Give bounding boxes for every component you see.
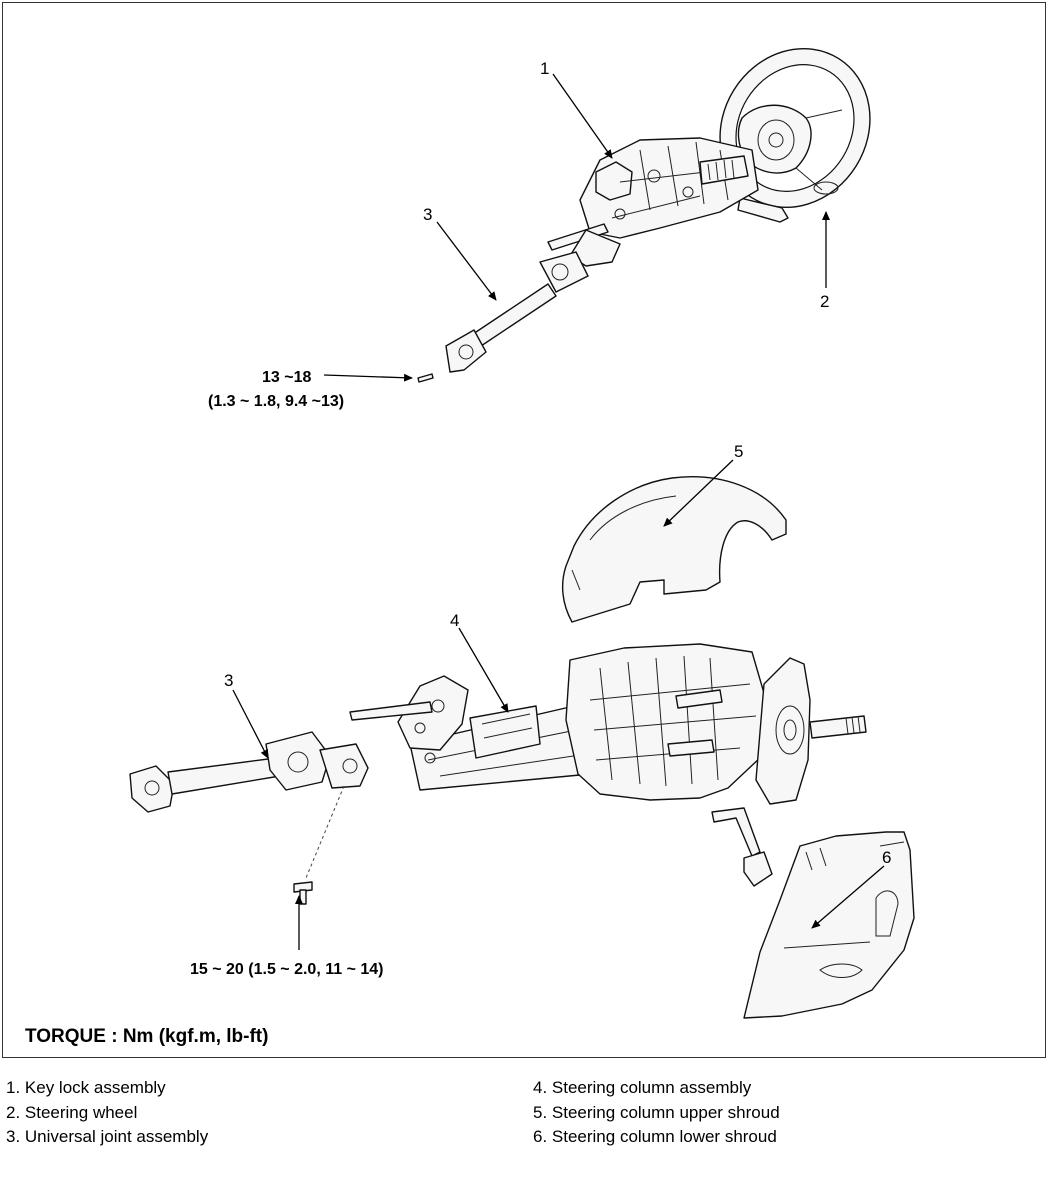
legend-item-upper-shroud: 5. Steering column upper shroud: [533, 1102, 780, 1122]
parts-legend: 1. Key lock assembly 2. Steering wheel 3…: [0, 1076, 1050, 1156]
lower-shroud-illustration: [743, 831, 915, 1019]
callout-3-upper: 3: [423, 205, 432, 224]
leader-lines: [232, 73, 885, 950]
torque-unit-note: TORQUE : Nm (kgf.m, lb-ft): [25, 1026, 269, 1047]
legend-column-right: 4. Steering column assembly 5. Steering …: [533, 1076, 780, 1150]
legend-item-universal-joint: 3. Universal joint assembly: [6, 1127, 209, 1146]
lower-universal-joint-illustration: [129, 731, 369, 905]
torque-spec-upper-nm: 13 ~18: [262, 369, 311, 386]
steering-column-exploded-diagram: 1 2 3 5 4 3 6 13 ~18 (1.3 ~ 1.8, 9.4 ~13…: [129, 47, 915, 1019]
torque-spec-lower: 15 ~ 20 (1.5 ~ 2.0, 11 ~ 14): [190, 961, 383, 978]
key-lock-column-illustration: [547, 137, 759, 267]
upper-shroud-illustration: [561, 476, 787, 623]
legend-item-steering-wheel: 2. Steering wheel: [6, 1102, 138, 1122]
legend-column-left: 1. Key lock assembly 2. Steering wheel 3…: [6, 1076, 208, 1150]
upper-assembly-illustration: [417, 47, 871, 383]
callout-3-lower: 3: [224, 671, 233, 690]
legend-item-lower-shroud: 6. Steering column lower shroud: [533, 1127, 777, 1146]
steering-wheel-illustration: [719, 47, 871, 223]
upper-universal-joint-illustration: [417, 251, 589, 383]
legend-item-column-assembly: 4. Steering column assembly: [533, 1078, 752, 1097]
callout-4: 4: [450, 611, 459, 630]
legend-item-key-lock: 1. Key lock assembly: [6, 1078, 166, 1097]
callout-2: 2: [820, 292, 829, 311]
steering-column-assembly-illustration: [349, 643, 867, 887]
callout-6: 6: [882, 848, 891, 867]
callout-1: 1: [540, 59, 549, 78]
callout-5: 5: [734, 442, 743, 461]
torque-spec-upper-converted: (1.3 ~ 1.8, 9.4 ~13): [208, 393, 344, 410]
